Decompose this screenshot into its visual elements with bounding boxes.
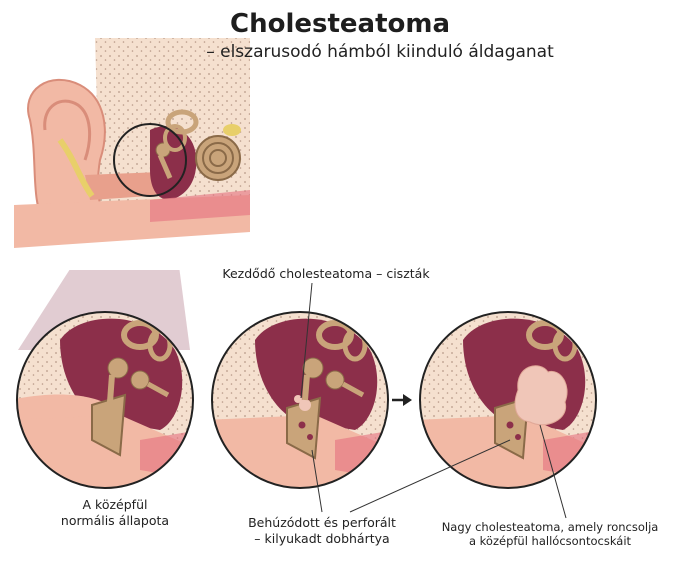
label-large-cholesteatoma: Nagy cholesteatoma, amely roncsolja a kö… xyxy=(420,520,680,549)
label-large-line1: Nagy cholesteatoma, amely roncsolja xyxy=(441,520,659,534)
label-normal-state: A középfül normális állapota xyxy=(40,497,190,528)
label-perforated-eardrum: Behúzódott és perforált – kilyukadt dobh… xyxy=(222,515,422,546)
panel-early xyxy=(212,312,388,488)
label-drum-line1: Behúzódott és perforált xyxy=(248,515,396,530)
ear-overview xyxy=(14,38,250,270)
label-normal-line2: normális állapota xyxy=(60,512,170,528)
label-large-line2: a középfül hallócsontocskáit xyxy=(468,534,632,549)
label-normal-line1: A középfül xyxy=(82,497,148,512)
arrow-right-icon xyxy=(392,394,412,406)
page-subtitle: – elszarusodó hámból kiinduló áldaganat xyxy=(206,42,554,62)
magnifier-circle xyxy=(113,123,187,197)
panel-large xyxy=(420,312,596,488)
page-title: Cholesteatoma xyxy=(229,9,450,39)
label-drum-line2: – kilyukadt dobhártya xyxy=(254,530,390,546)
leader-lines xyxy=(300,282,567,519)
label-early-cysts: Kezdődő cholesteatoma – ciszták xyxy=(222,266,430,281)
